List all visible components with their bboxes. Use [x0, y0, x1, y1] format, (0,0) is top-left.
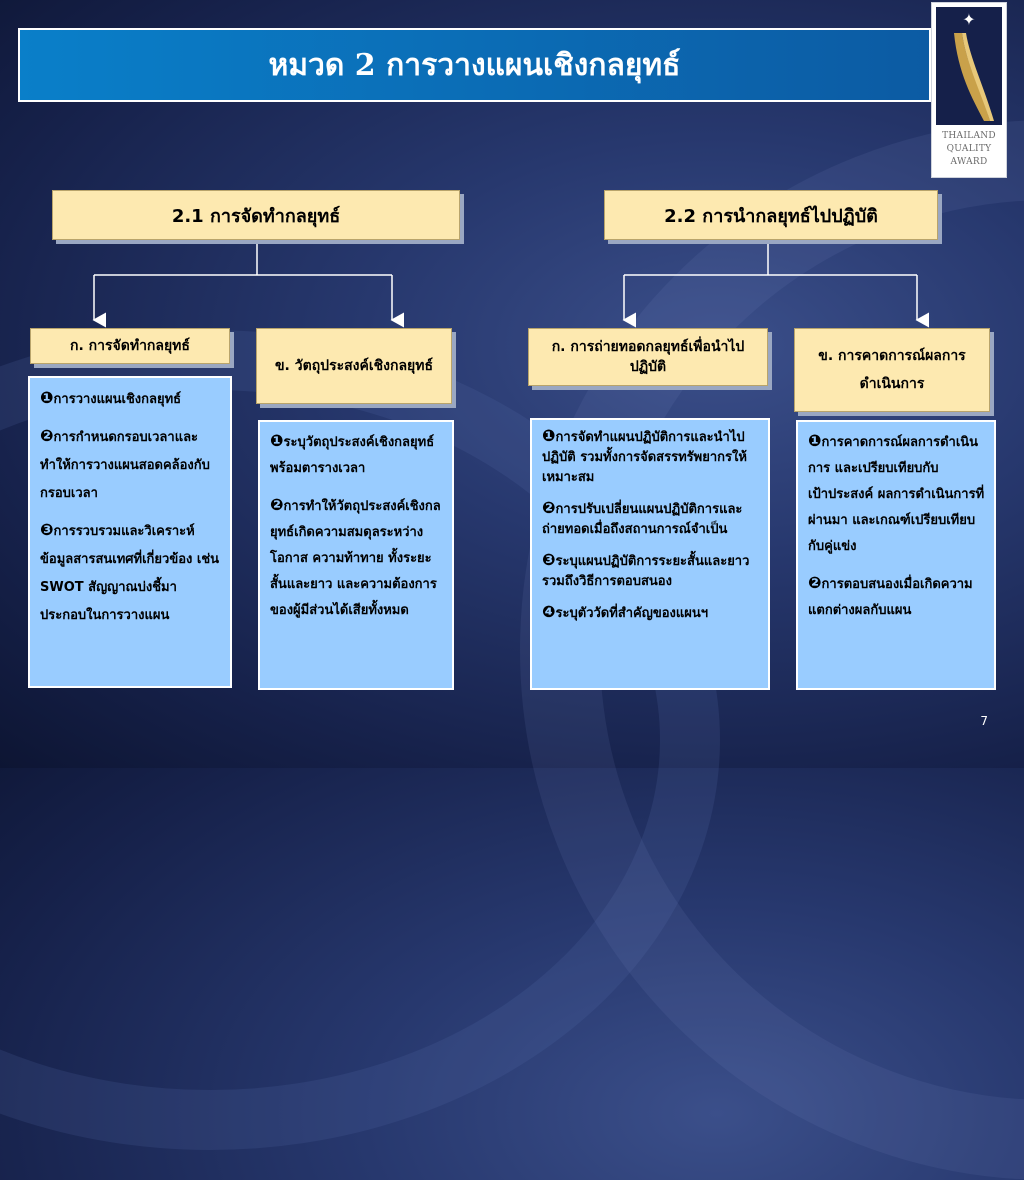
list-item: ❶การวางแผนเชิงกลยุทธ์	[40, 388, 182, 407]
connector-lines	[92, 312, 929, 328]
detail-box-2-2-b: ❶การคาดการณ์ผลการดำเนินการ และเปรียบเทีย…	[796, 420, 996, 690]
subsection-2-1-b-heading: ข. วัตถุประสงค์เชิงกลยุทธ์	[256, 328, 452, 404]
section-2-1-heading: 2.1 การจัดทำกลยุทธ์	[52, 190, 460, 240]
list-item: ❷การกำหนดกรอบเวลาและทำให้การวางแผนสอดคล้…	[40, 426, 210, 501]
logo-text-award: AWARD	[950, 157, 988, 167]
svg-text:✦: ✦	[962, 10, 975, 29]
list-item: ❹ระบุตัววัดที่สำคัญของแผนฯ	[542, 602, 709, 621]
logo-text-quality: QUALITY	[946, 144, 992, 154]
list-item: ❷การทำให้วัตถุประสงค์เชิงกลยุทธ์เกิดความ…	[270, 495, 441, 618]
thailand-quality-award-logo: ✦ THAILAND QUALITY AWARD	[931, 2, 1007, 178]
slide-title: หมวด 2 การวางแผนเชิงกลยุทธ์	[268, 47, 681, 83]
slide-title-bar: หมวด 2 การวางแผนเชิงกลยุทธ์	[18, 28, 931, 102]
subsection-2-2-a-heading: ก. การถ่ายทอดกลยุทธ์เพื่อนำไปปฏิบัติ	[528, 328, 768, 386]
list-item: ❷การตอบสนองเมื่อเกิดความแตกต่างผลกับแผน	[808, 573, 973, 618]
list-item: ❸ระบุแผนปฏิบัติการระยะสั้นและยาว รวมถึงว…	[542, 550, 750, 589]
page-number: 7	[980, 714, 988, 728]
section-2-2-heading: 2.2 การนำกลยุทธ์ไปปฏิบัติ	[604, 190, 938, 240]
list-item: ❶การจัดทำแผนปฏิบัติการและนำไปปฏิบัติ รวม…	[542, 426, 747, 485]
list-item: ❶ระบุวัตถุประสงค์เชิงกลยุทธ์พร้อมตารางเว…	[270, 431, 435, 476]
detail-box-2-1-a: ❶การวางแผนเชิงกลยุทธ์ ❷การกำหนดกรอบเวลาแ…	[28, 376, 232, 688]
detail-box-2-1-b: ❶ระบุวัตถุประสงค์เชิงกลยุทธ์พร้อมตารางเว…	[258, 420, 454, 690]
list-item: ❸การรวบรวมและวิเคราะห์ข้อมูลสารสนเทศที่เ…	[40, 520, 220, 623]
list-item: ❷การปรับเปลี่ยนแผนปฏิบัติการและถ่ายทอดเม…	[542, 498, 743, 537]
list-item: ❶การคาดการณ์ผลการดำเนินการ และเปรียบเทีย…	[808, 431, 985, 554]
logo-text-thailand: THAILAND	[942, 131, 996, 141]
subsection-2-2-b-heading: ข. การคาดการณ์ผลการดำเนินการ	[794, 328, 990, 412]
award-emblem-icon: ✦	[936, 7, 1002, 125]
subsection-2-1-a-heading: ก. การจัดทำกลยุทธ์	[30, 328, 230, 364]
detail-box-2-2-a: ❶การจัดทำแผนปฏิบัติการและนำไปปฏิบัติ รวม…	[530, 418, 770, 690]
